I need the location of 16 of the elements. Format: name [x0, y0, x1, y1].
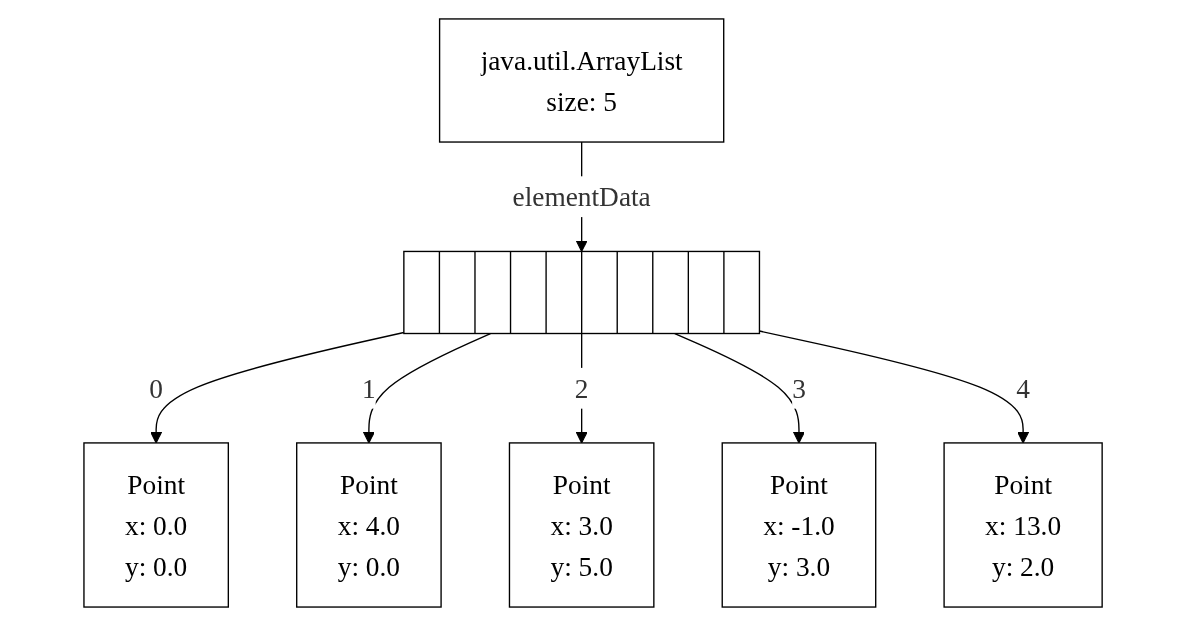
edge-label: 3 — [792, 373, 806, 404]
edge-label: elementData — [512, 181, 651, 212]
edge-label: 0 — [149, 373, 163, 404]
arrow — [674, 332, 805, 444]
arrow — [150, 331, 405, 444]
edge-label: 4 — [1016, 373, 1030, 404]
node-box: Point x: -1.0 y: 3.0 — [721, 442, 877, 608]
arrow — [758, 330, 1030, 444]
node-box: Point x: 4.0 y: 0.0 — [295, 442, 442, 608]
arrow — [362, 332, 492, 444]
edge-label: 1 — [362, 373, 376, 404]
node-box: Point x: 0.0 y: 0.0 — [83, 442, 229, 608]
node-box: Point x: 3.0 y: 5.0 — [508, 442, 655, 608]
edge-label: 2 — [574, 373, 589, 404]
node-box: java.util.ArrayList size: 5 — [438, 18, 725, 143]
node-box: Point x: 13.0 y: 2.0 — [943, 442, 1103, 608]
